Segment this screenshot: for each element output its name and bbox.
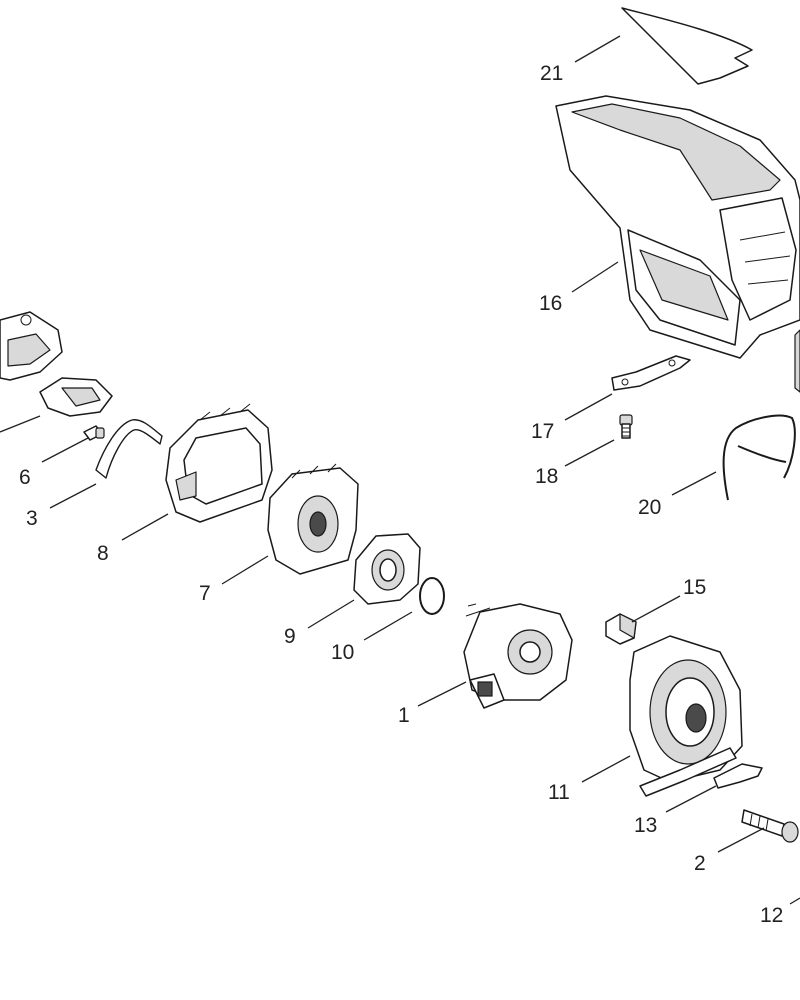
label-2: 2: [694, 852, 706, 875]
leader-top-left: [0, 415, 41, 433]
part-18-screw: [619, 414, 633, 439]
label-8: 8: [97, 542, 109, 565]
label-20: 20: [638, 496, 661, 519]
label-12: 12: [760, 904, 783, 927]
part-11-fan-housing: [629, 635, 743, 797]
leader-2: [717, 827, 765, 853]
label-13: 13: [634, 814, 657, 837]
part-7-filter-element: [267, 463, 359, 575]
leader-16: [571, 261, 619, 293]
part-9-adapter: [353, 533, 421, 605]
part-3-hose: [95, 419, 163, 479]
label-6: 6: [19, 466, 31, 489]
leader-1: [417, 681, 467, 707]
part-16-shroud: [555, 95, 800, 393]
leader-20: [671, 471, 717, 496]
leader-11: [581, 755, 631, 783]
label-1: 1: [398, 704, 410, 727]
part-13-clip: [713, 763, 763, 789]
leader-7: [221, 555, 269, 585]
leader-13: [665, 785, 717, 813]
leader-9: [307, 599, 355, 629]
part-21-gasket: [621, 7, 753, 85]
label-7: 7: [199, 582, 211, 605]
label-10: 10: [331, 641, 354, 664]
leader-15: [631, 595, 681, 623]
part-1-carburetor: [463, 603, 573, 709]
part-17-bracket: [611, 355, 691, 391]
label-21: 21: [540, 62, 563, 85]
label-11: 11: [548, 781, 570, 804]
leader-17: [564, 393, 613, 421]
part-2-bolt: [741, 809, 799, 843]
leader-10: [363, 611, 413, 641]
label-17: 17: [531, 420, 554, 443]
label-16: 16: [539, 292, 562, 315]
leader-3: [49, 483, 97, 509]
leader-8: [121, 513, 169, 541]
label-15: 15: [683, 576, 706, 599]
part-20-wire-clip: [722, 414, 796, 501]
label-9: 9: [284, 625, 296, 648]
callout-labels: 21 16 17 18 20 6 3 8 7 9 10 15 1 11 13 2…: [19, 62, 783, 927]
leader-6: [41, 437, 89, 463]
part-intake-manifold: [0, 311, 113, 417]
label-18: 18: [535, 465, 558, 488]
leader-18: [564, 439, 615, 467]
leader-12: [789, 897, 800, 905]
leader-lines: [0, 35, 800, 905]
part-15-block: [605, 613, 637, 645]
label-3: 3: [26, 507, 38, 530]
leader-21: [574, 35, 621, 63]
part-8-filter-frame: [165, 403, 273, 523]
part-6-screw: [83, 425, 105, 441]
part-10-o-ring: [419, 577, 445, 615]
